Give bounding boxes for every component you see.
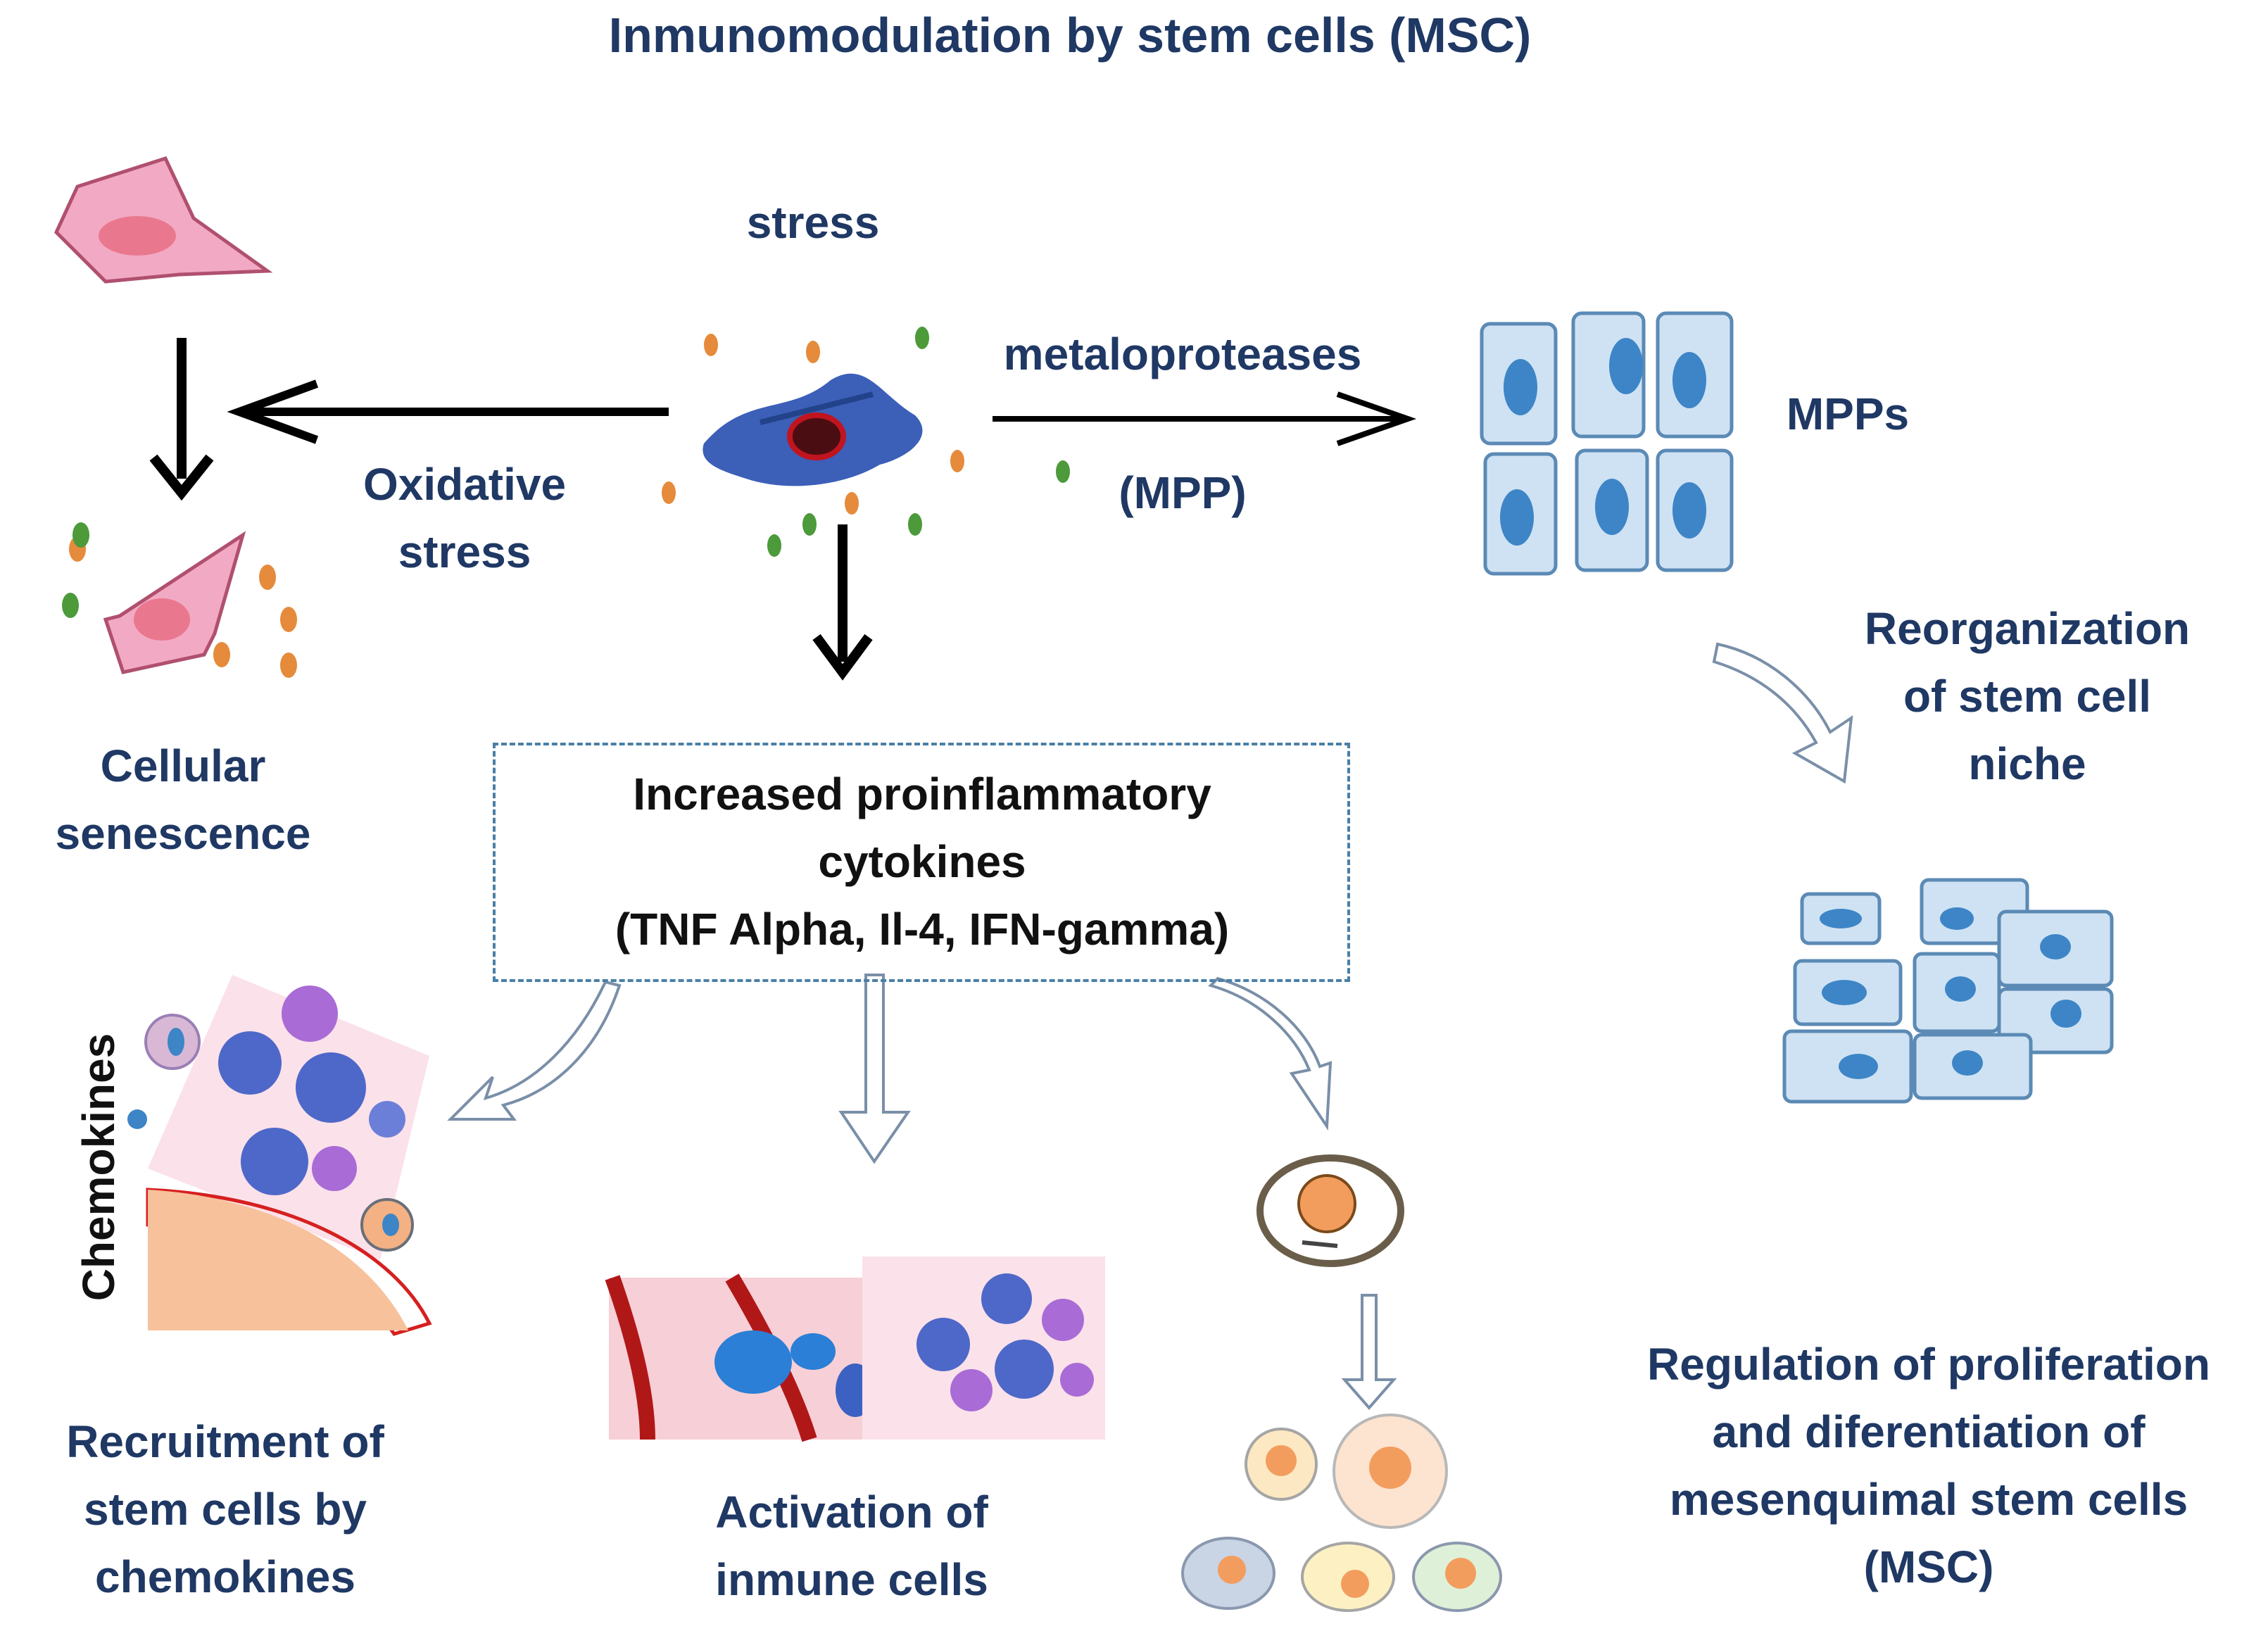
chemokines-label: Chemokines <box>73 1033 124 1302</box>
cytokine-line3: (TNF Alpha, Il-4, IFN-gamma) <box>615 904 1230 955</box>
cytokine-text: Increased proinflammatory cytokines (TNF… <box>493 760 1352 963</box>
senescence-line2: senescence <box>55 808 311 859</box>
reorganized-niche-cells-icon <box>1782 878 2114 1104</box>
cytokine-line1: Increased proinflammatory <box>633 769 1211 819</box>
senescence-label: Cellular senescence <box>14 732 352 867</box>
activation-label: Activation of inmune cells <box>626 1478 1077 1613</box>
hollow-arrow-reorganization <box>1712 642 1853 784</box>
regulation-line4: (MSC) <box>1863 1542 1994 1592</box>
cytokine-line2: cytokines <box>818 836 1026 887</box>
figure-title: Inmunomodulation by stem cells (MSC) <box>608 8 1532 63</box>
hollow-arrow-activation <box>838 974 911 1164</box>
oxidative-stress-label: Oxidative stress <box>310 451 619 586</box>
differentiated-cells-icon <box>1181 1413 1502 1612</box>
recruit-line2: stem cells by <box>84 1484 367 1535</box>
hollow-arrow-recruitment <box>447 980 622 1121</box>
stressed-msc-icon <box>662 327 1070 557</box>
mpp-label: (MPP) <box>1119 467 1247 518</box>
mpps-label: MPPs <box>1786 389 1910 439</box>
regulation-line2: and diferentiation of <box>1712 1406 2146 1457</box>
msc-cell-icon <box>1256 1154 1404 1267</box>
recruit-line3: chemokines <box>95 1551 355 1602</box>
activation-line2: inmune cells <box>715 1554 988 1605</box>
regulation-line1: Regulation of proliferation <box>1647 1339 2210 1390</box>
recruitment-tissue-icon <box>127 975 432 1336</box>
oxidative-line2: stress <box>398 527 531 577</box>
activation-vessel-icon <box>605 1257 1105 1442</box>
regulation-line3: mesenquimal stem cells <box>1669 1474 2188 1525</box>
activation-line1: Activation of <box>715 1487 988 1537</box>
reorg-line1: Reorganization <box>1864 603 2191 654</box>
senescent-cell-top-icon <box>53 156 273 284</box>
reorg-line3: niche <box>1968 738 2086 789</box>
cytokine-box <box>493 743 1350 982</box>
recruit-line1: Recruitment of <box>66 1416 384 1467</box>
reorg-line2: of stem cell <box>1903 671 2152 722</box>
oxidative-line1: Oxidative <box>363 459 567 510</box>
metaloproteases-label: metaloproteases <box>1003 329 1362 379</box>
stress-label: stress <box>746 197 880 248</box>
hollow-arrow-differentiation <box>1341 1294 1397 1411</box>
reorganization-label: Reorganization of stem cell niche <box>1809 595 2245 798</box>
recruitment-label: Recruitment of stem cells by chemokines <box>7 1408 443 1611</box>
senescent-cell-bottom-icon <box>62 522 297 678</box>
senescence-line1: Cellular <box>100 741 266 791</box>
regulation-label: Regulation of proliferation and diferent… <box>1577 1330 2268 1601</box>
hollow-arrow-regulation <box>1208 976 1333 1131</box>
